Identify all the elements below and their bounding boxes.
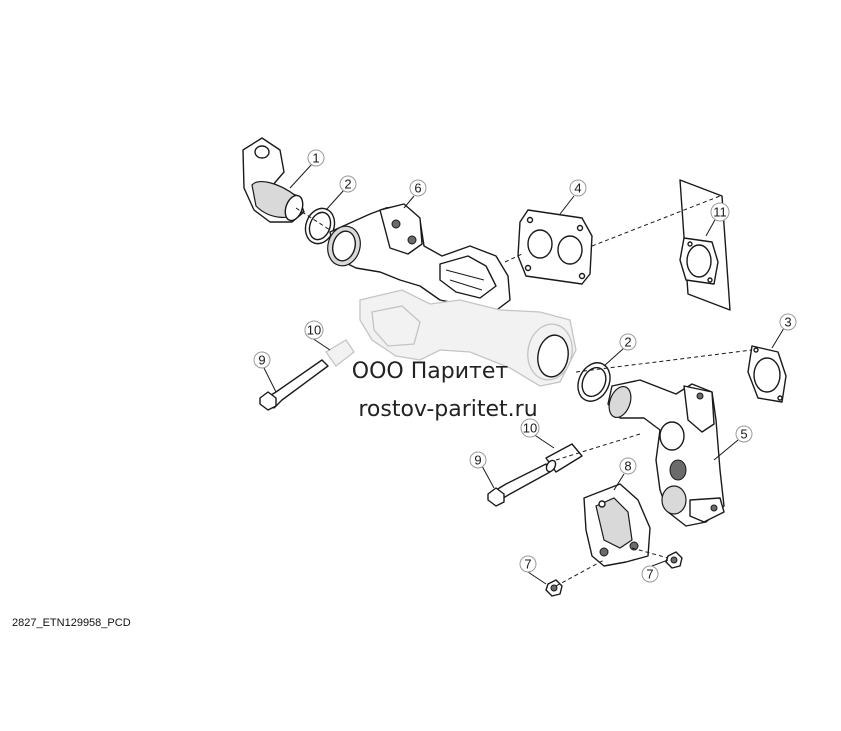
part-6-manifold-section xyxy=(327,203,511,313)
callout-6: 6 xyxy=(409,179,427,197)
callout-3: 3 xyxy=(779,313,797,331)
part-2-o-ring-lower xyxy=(577,362,611,402)
callout-10-upper: 10 xyxy=(304,320,324,340)
callout-5: 5 xyxy=(735,425,753,443)
svg-text:9: 9 xyxy=(474,453,481,468)
svg-text:8: 8 xyxy=(624,459,631,474)
callout-10-lower: 10 xyxy=(520,418,540,438)
svg-text:2: 2 xyxy=(624,335,631,350)
svg-text:1: 1 xyxy=(312,151,319,166)
svg-text:9: 9 xyxy=(258,353,265,368)
callout-7-left: 7 xyxy=(519,555,537,573)
callout-1: 1 xyxy=(307,149,325,167)
watermark-company: ООО Паритет xyxy=(352,359,509,384)
part-2-o-ring-upper xyxy=(304,207,336,245)
svg-text:11: 11 xyxy=(713,205,727,220)
part-9-bolt-upper xyxy=(259,359,329,411)
callout-9-upper: 9 xyxy=(253,351,271,369)
svg-text:3: 3 xyxy=(784,315,791,330)
part-9-bolt-lower xyxy=(487,463,551,507)
callout-2-lower: 2 xyxy=(619,333,637,351)
svg-text:6: 6 xyxy=(414,181,421,196)
part-4-twin-port-gasket xyxy=(517,209,593,285)
part-1-elbow-pipe xyxy=(242,137,305,223)
part-10-spacer-lower xyxy=(545,443,583,473)
part-10-spacer-upper xyxy=(325,339,355,367)
part-3-gasket xyxy=(747,345,787,403)
svg-text:7: 7 xyxy=(524,557,531,572)
callout-7-right: 7 xyxy=(641,565,659,583)
part-8-heat-shield xyxy=(583,483,651,567)
part-5-lower-manifold xyxy=(607,379,725,527)
callout-9-lower: 9 xyxy=(469,451,487,469)
part-11-gasket-kit xyxy=(679,179,731,311)
callout-8: 8 xyxy=(619,457,637,475)
svg-text:5: 5 xyxy=(740,427,747,442)
manifold-center-section xyxy=(359,289,577,387)
svg-text:4: 4 xyxy=(574,181,581,196)
svg-text:10: 10 xyxy=(307,323,321,338)
svg-text:7: 7 xyxy=(646,567,653,582)
svg-text:10: 10 xyxy=(523,421,537,436)
assembly-lines xyxy=(295,195,753,587)
callout-4: 4 xyxy=(569,179,587,197)
callout-11: 11 xyxy=(710,202,730,222)
watermark-website: rostov-paritet.ru xyxy=(358,397,537,422)
leader-lines xyxy=(263,163,785,585)
svg-text:2: 2 xyxy=(344,177,351,192)
callout-2-upper: 2 xyxy=(339,175,357,193)
part-7-nut-right xyxy=(665,551,683,569)
drawing-code: 2827_ETN129958_PCD xyxy=(12,617,131,629)
part-7-nut-left xyxy=(545,579,563,597)
